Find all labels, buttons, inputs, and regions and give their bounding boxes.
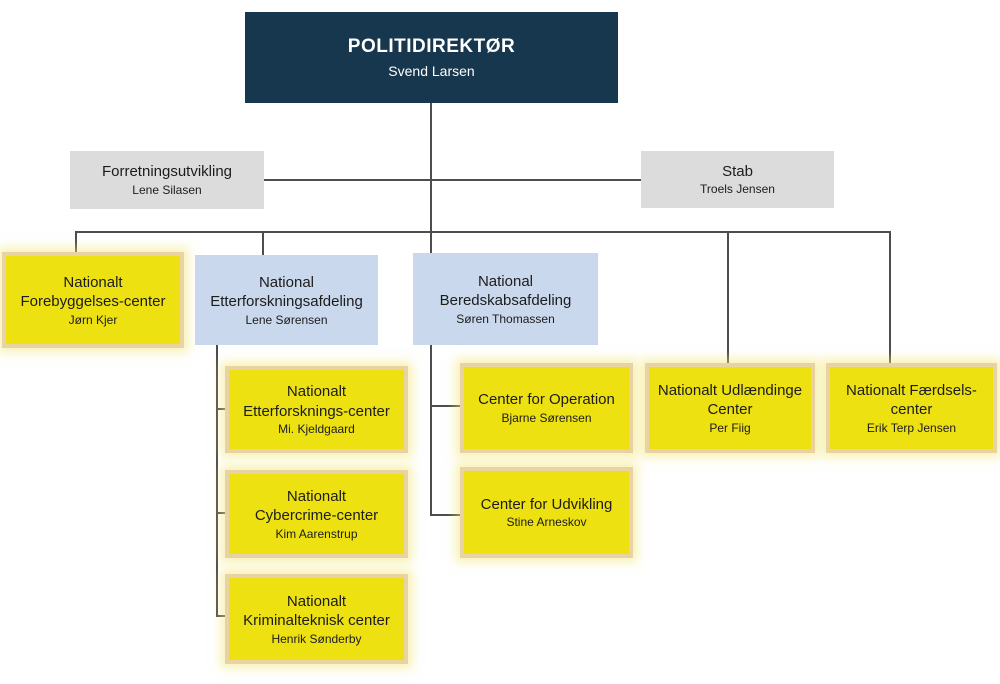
node-title: National Beredskabsafdeling	[439, 272, 572, 310]
connector-stub-etterforskningscenter	[216, 408, 225, 410]
org-node-etterforskningsafdeling: National Etterforskningsafdeling Lene Sø…	[195, 255, 378, 345]
node-name: Per Fiig	[709, 420, 751, 435]
connector-stub-centerforudvikling	[430, 514, 460, 516]
node-title: Nationalt Udlændinge Center	[657, 381, 803, 419]
node-name: Henrik Sønderby	[271, 631, 362, 646]
node-title: Center for Operation	[478, 391, 615, 409]
org-node-stab: Stab Troels Jensen	[641, 151, 834, 208]
node-title: Nationalt Kriminalteknisk center	[243, 592, 390, 630]
connector-stub-centerforoperation	[430, 405, 460, 407]
connector-root-vertical	[430, 103, 432, 253]
node-name: Jørn Kjer	[68, 312, 118, 327]
connector-level2-bus	[75, 231, 891, 233]
org-node-centerforudvikling: Center for Udvikling Stine Arneskov	[460, 467, 633, 558]
org-node-faerdselscenter: Nationalt Færdsels- center Erik Terp Jen…	[826, 363, 997, 453]
node-title: Nationalt Forebyggelses-center	[20, 273, 166, 311]
node-name: Stine Arneskov	[506, 515, 587, 530]
connector-drop-etterforskningsafdeling	[262, 231, 264, 255]
node-title: Nationalt Etterforsknings-center	[243, 383, 390, 420]
node-title: POLITIDIREKTØR	[347, 35, 516, 57]
node-title: Nationalt Cybercrime-center	[254, 487, 379, 525]
node-title: Center for Udvikling	[480, 495, 613, 513]
node-name: Erik Terp Jensen	[866, 420, 957, 435]
org-node-udlaendingecenter: Nationalt Udlændinge Center Per Fiig	[645, 363, 815, 453]
connector-etterforskning-branch	[216, 345, 218, 617]
org-node-forebyggelsescenter: Nationalt Forebyggelses-center Jørn Kjer	[2, 252, 184, 348]
connector-drop-udlaendingecenter	[727, 231, 729, 363]
connector-beredskab-branch	[430, 345, 432, 516]
connector-drop-faerdselscenter	[889, 231, 891, 363]
node-title: Nationalt Færdsels- center	[846, 381, 977, 419]
node-name: Svend Larsen	[388, 62, 475, 79]
node-name: Lene Sørensen	[245, 312, 328, 327]
node-name: Lene Silasen	[132, 182, 202, 197]
node-name: Søren Thomassen	[456, 311, 555, 326]
org-node-politidirektor: POLITIDIREKTØR Svend Larsen	[245, 12, 618, 103]
org-node-cybercrimecenter: Nationalt Cybercrime-center Kim Aarenstr…	[225, 470, 408, 558]
org-node-forretningsutvikling: Forretningsutvikling Lene Silasen	[70, 151, 264, 209]
org-node-etterforskningscenter: Nationalt Etterforsknings-center Mi. Kje…	[225, 366, 408, 453]
connector-staff-horizontal	[264, 179, 641, 181]
org-node-kriminaltekniskcenter: Nationalt Kriminalteknisk center Henrik …	[225, 574, 408, 664]
node-name: Troels Jensen	[700, 182, 775, 197]
connector-drop-forebyggelsescenter	[75, 231, 77, 252]
node-name: Mi. Kjeldgaard	[278, 422, 355, 436]
node-title: National Etterforskningsafdeling	[210, 273, 363, 311]
node-name: Bjarne Sørensen	[501, 410, 592, 425]
org-node-beredskabsafdeling: National Beredskabsafdeling Søren Thomas…	[413, 253, 598, 345]
connector-stub-cybercrimecenter	[216, 512, 225, 514]
connector-stub-kriminaltekniskcenter	[216, 615, 225, 617]
node-title: Stab	[722, 162, 753, 180]
node-name: Kim Aarenstrup	[275, 526, 358, 541]
org-node-centerforoperation: Center for Operation Bjarne Sørensen	[460, 363, 633, 453]
node-title: Forretningsutvikling	[101, 163, 233, 181]
